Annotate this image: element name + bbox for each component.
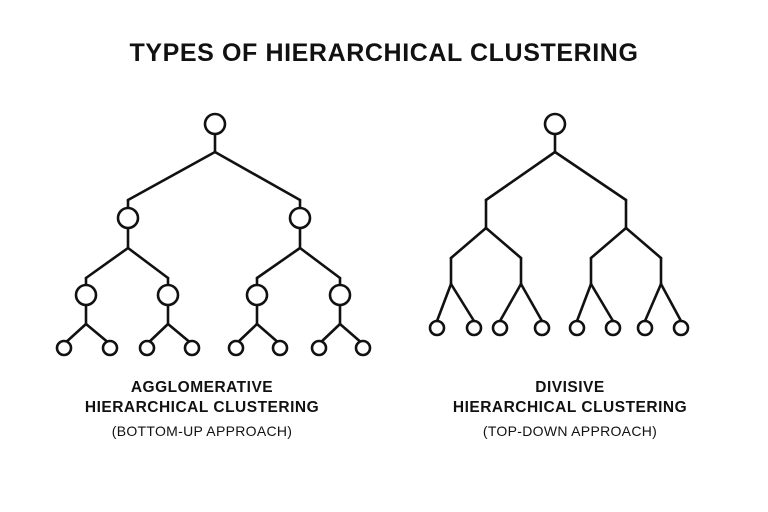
node-l3-d [328, 283, 352, 307]
div-node-leaf-1 [428, 319, 446, 337]
div-edge-l3b-leaf2 [519, 282, 544, 323]
agglomerative-tree [55, 112, 372, 357]
div-edge-l3d-leaf1 [643, 282, 663, 323]
edge-root-l2-right [213, 150, 302, 202]
node-l2-left [116, 206, 140, 230]
agglomerative-caption-line1: AGGLOMERATIVE [130, 379, 274, 396]
node-leaf-1 [55, 339, 73, 357]
div-node-leaf-6 [604, 319, 622, 337]
edge-l3b-leaf2 [166, 322, 194, 346]
node-leaf-5 [227, 339, 245, 357]
node-leaf-4 [183, 339, 201, 357]
diagrams-area [0, 100, 768, 380]
edge-l3a-leaf2 [84, 322, 112, 346]
page-title: TYPES OF HIERARCHICAL CLUSTERING [129, 39, 639, 67]
node-root [203, 112, 227, 136]
div-edge-l3a-leaf2 [449, 282, 476, 323]
node-leaf-6 [271, 339, 289, 357]
div-edge-l2l-l3b [484, 226, 523, 260]
divisive-caption-line3: (TOP-DOWN APPROACH) [482, 423, 658, 439]
edge-root-l2-left [126, 150, 217, 202]
div-node-leaf-8 [672, 319, 690, 337]
node-leaf-8 [354, 339, 372, 357]
div-edge-l2r-l3d [624, 226, 663, 260]
agglomerative-caption-line2: HIERARCHICAL CLUSTERING [84, 399, 320, 416]
div-edge-l3b-leaf1 [498, 282, 523, 323]
divisive-caption-line1: DIVISIVE [535, 379, 605, 396]
edge-l2r-l3c [255, 246, 302, 280]
div-node-leaf-2 [465, 319, 483, 337]
node-l3-c [245, 283, 269, 307]
div-node-leaf-7 [636, 319, 654, 337]
node-l3-a [74, 283, 98, 307]
div-edge-l3a-leaf1 [435, 282, 453, 323]
divisive-caption-line2: HIERARCHICAL CLUSTERING [452, 399, 688, 416]
div-node-leaf-4 [533, 319, 551, 337]
node-leaf-2 [101, 339, 119, 357]
divisive-caption: DIVISIVE HIERARCHICAL CLUSTERING (TOP-DO… [378, 378, 762, 442]
div-node-leaf-5 [568, 319, 586, 337]
agglomerative-caption-line3: (BOTTOM-UP APPROACH) [111, 423, 293, 439]
edge-l2l-l3b [126, 246, 170, 280]
agglomerative-caption: AGGLOMERATIVE HIERARCHICAL CLUSTERING (B… [10, 378, 394, 442]
div-edge-l3d-leaf2 [659, 282, 683, 323]
div-node-root [543, 112, 567, 136]
agglomerative-tree-svg [55, 112, 690, 357]
node-leaf-7 [310, 339, 328, 357]
node-leaf-3 [138, 339, 156, 357]
div-node-leaf-3 [491, 319, 509, 337]
edge-l2r-l3d [298, 246, 342, 280]
div-edge-root-l2-right [553, 150, 628, 202]
div-edge-l2r-l3c [589, 226, 628, 260]
node-l3-b [156, 283, 180, 307]
div-edge-l3c-leaf2 [589, 282, 615, 323]
divisive-tree [428, 112, 690, 337]
div-edge-l3c-leaf1 [575, 282, 593, 323]
edge-l2l-l3a [84, 246, 130, 280]
div-edge-l2l-l3a [449, 226, 488, 260]
node-l2-right [288, 206, 312, 230]
div-edge-root-l2-left [484, 150, 557, 202]
